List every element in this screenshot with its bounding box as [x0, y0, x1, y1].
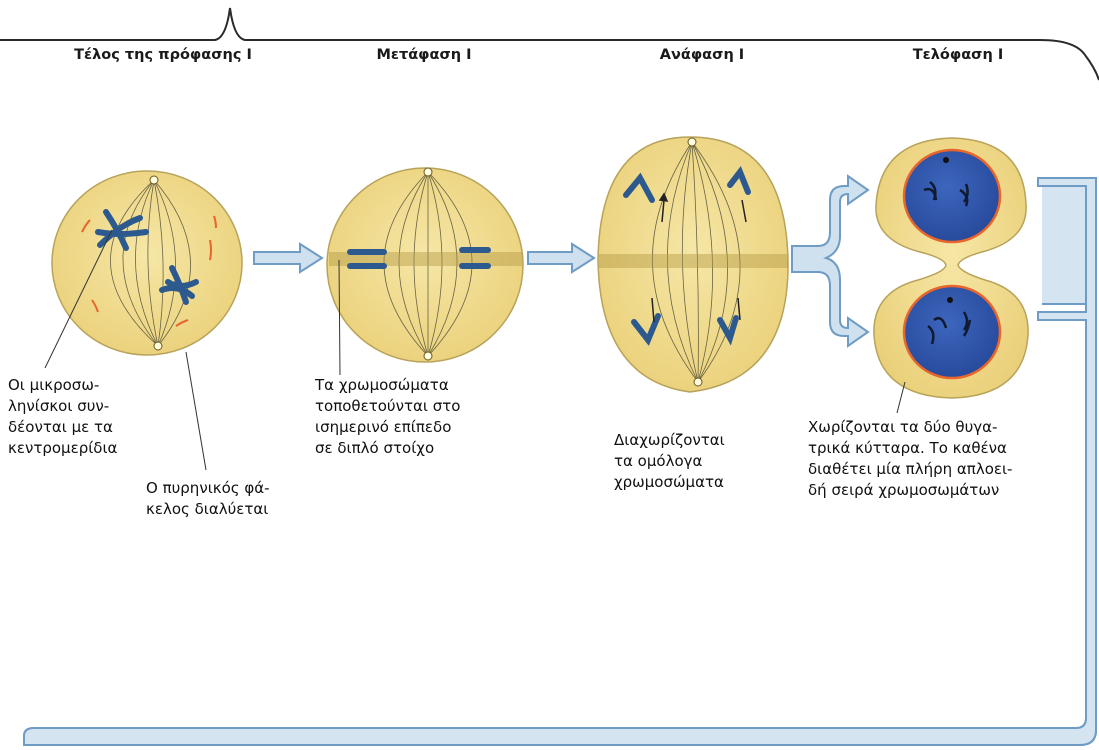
- stage-title-prophase: Τέλος της πρόφασης Ι: [74, 47, 252, 63]
- caption-telophase: Χωρίζονται τα δύο θυγα- τρικά κύτταρα. Τ…: [808, 417, 1012, 501]
- cell-prophase: [52, 171, 242, 355]
- daughter-nucleus-top: [904, 150, 1000, 242]
- process-arrow-split: [792, 176, 868, 346]
- stage-title-anaphase: Ανάφαση Ι: [660, 47, 744, 63]
- caption-microtubules: Οι μικροσω- ληνίσκοι συν- δέονται με τα …: [8, 375, 117, 459]
- cleavage-band: [599, 254, 788, 268]
- caption-anaphase: Διαχωρίζονται τα ομόλογα χρωμοσώματα: [614, 430, 725, 493]
- cell-telophase: [874, 138, 1028, 398]
- daughter-nucleus-bottom: [904, 286, 1000, 378]
- caption-metaphase: Τα χρωμοσώματα τοποθετούνται στο ισημερι…: [315, 375, 460, 459]
- cell-anaphase: [598, 137, 788, 392]
- cell-body: [52, 171, 242, 355]
- stage-title-telophase: Τελόφαση Ι: [913, 47, 1003, 63]
- stage-title-metaphase: Μετάφαση Ι: [376, 47, 471, 63]
- process-arrow: [254, 244, 322, 272]
- cell-metaphase: [327, 168, 523, 362]
- caption-nuclear-envelope: Ο πυρηνικός φά- κελος διαλύεται: [146, 478, 270, 520]
- process-arrow: [528, 244, 594, 272]
